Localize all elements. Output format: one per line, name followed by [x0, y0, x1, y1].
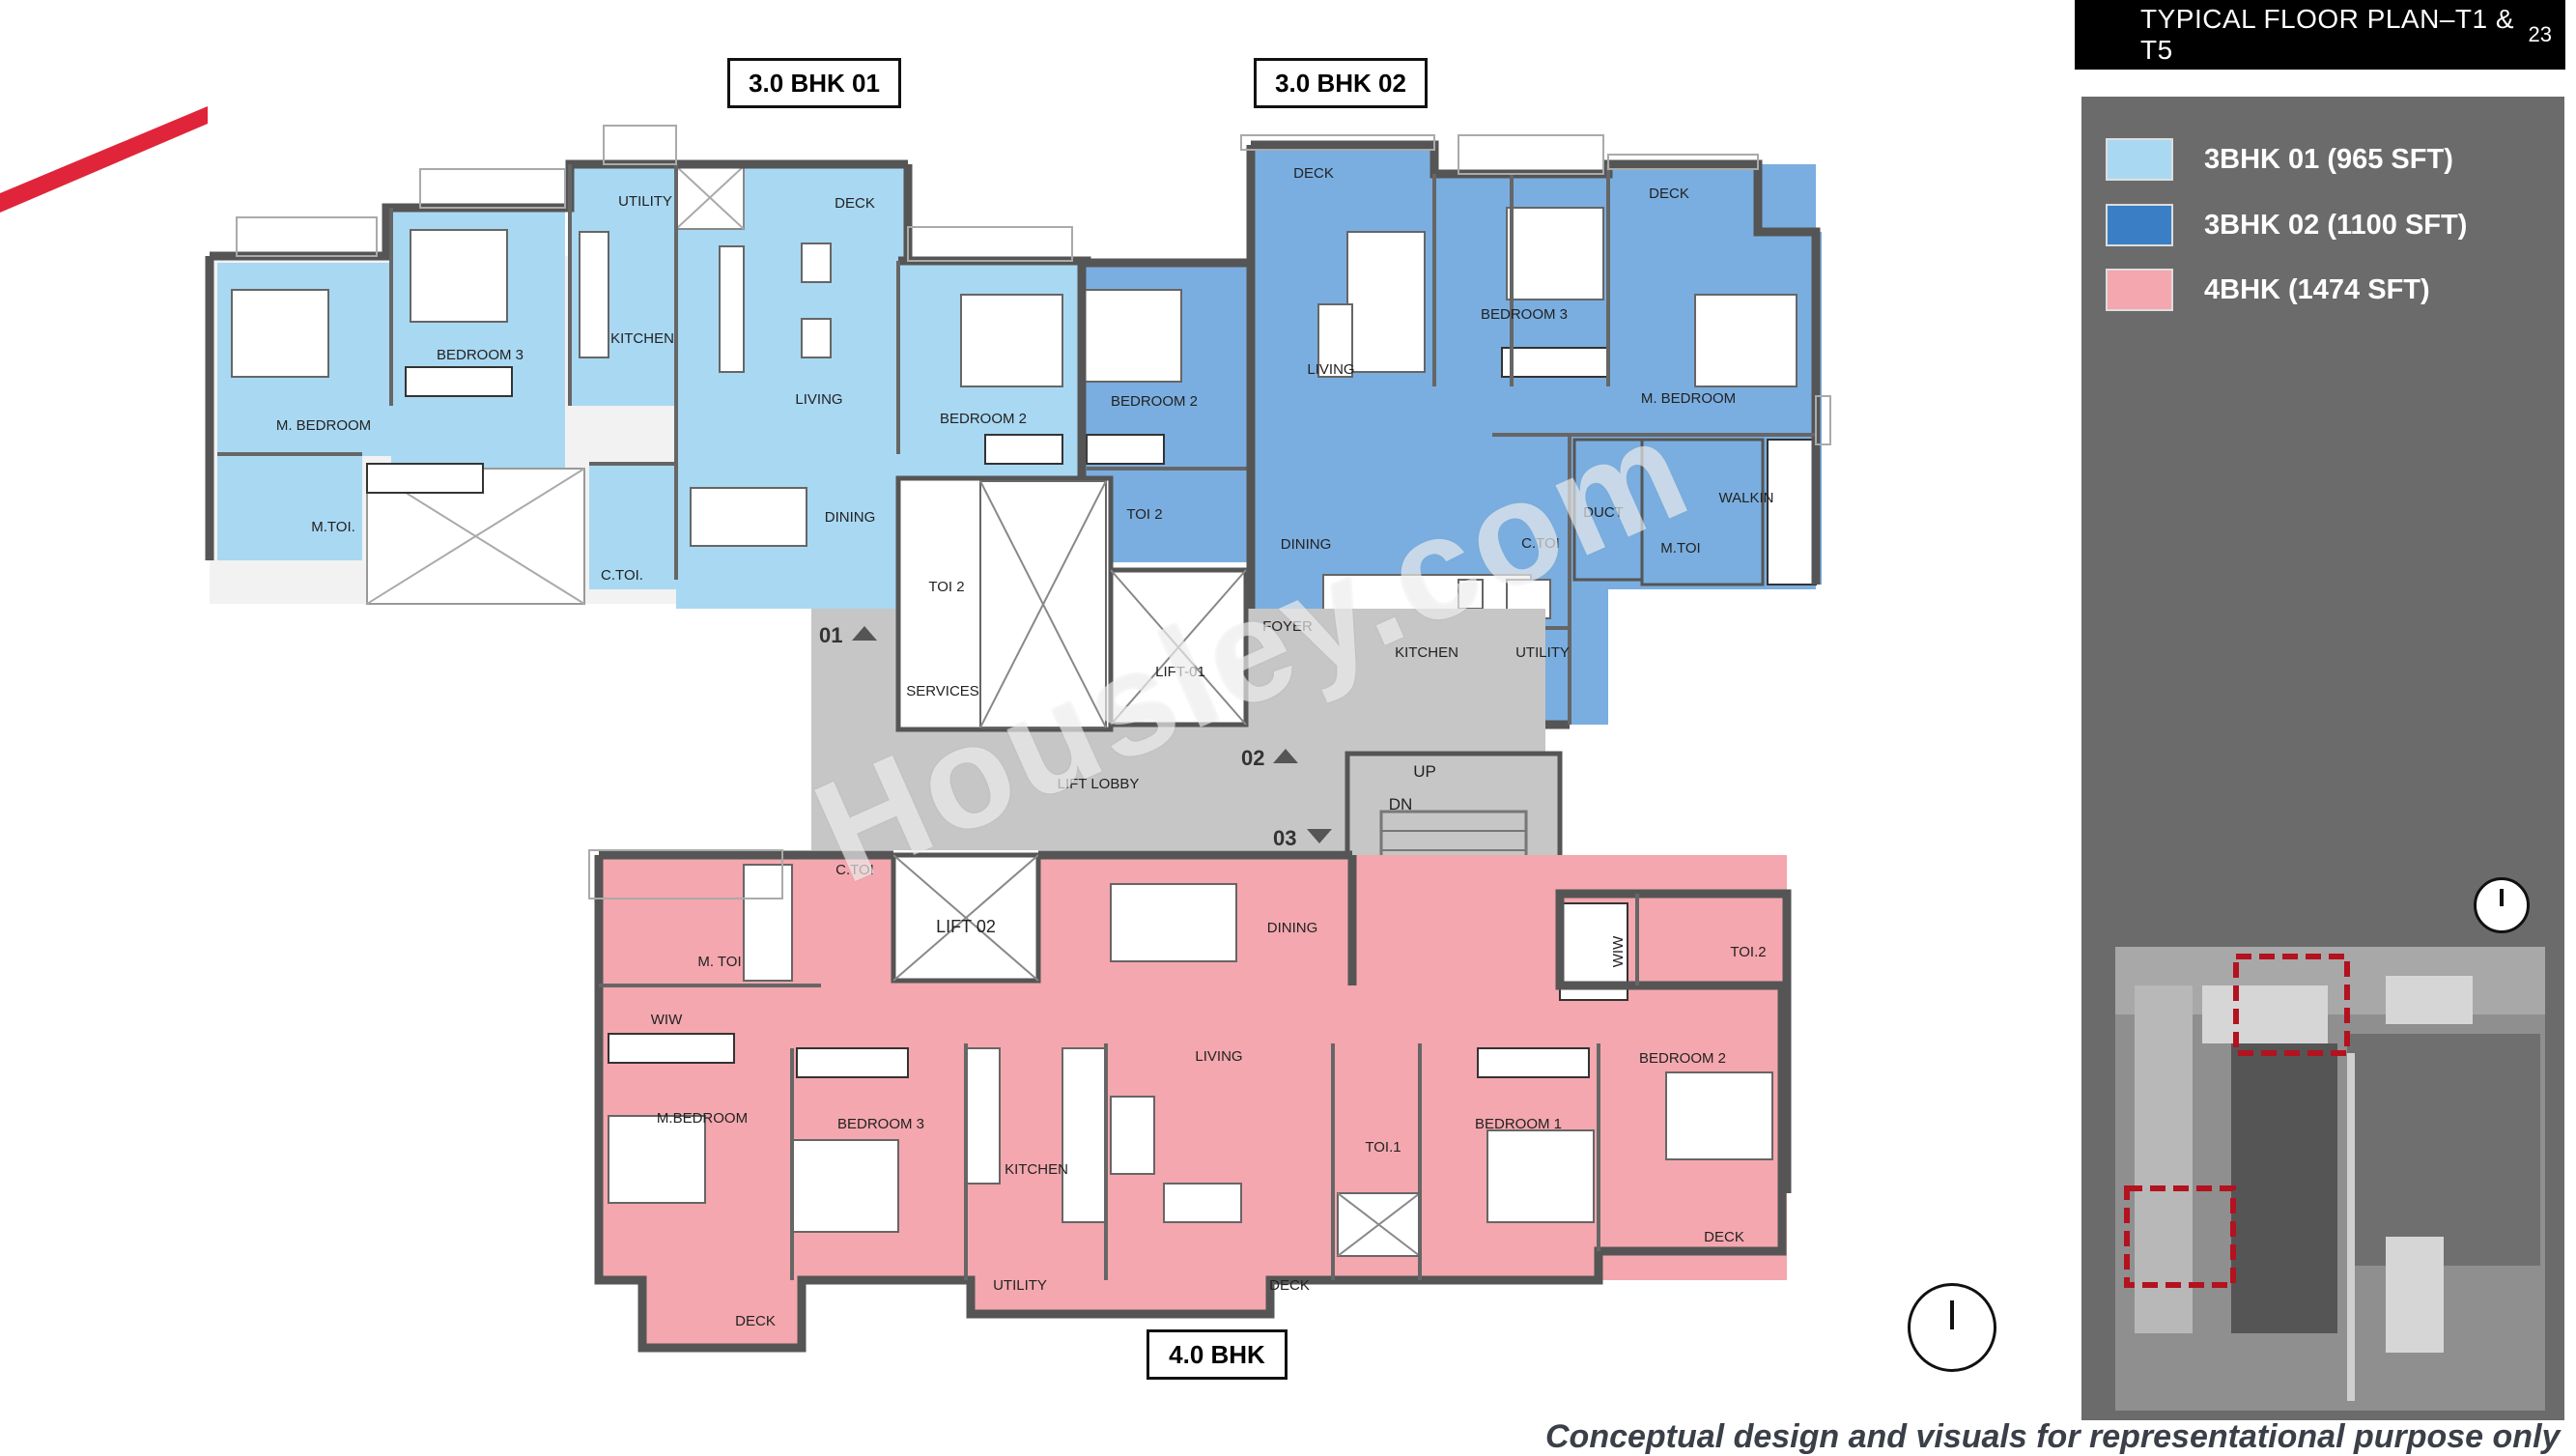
marker-02-arrow-icon [1273, 749, 1298, 763]
room-bedroom3-3: BEDROOM 3 [837, 1116, 924, 1132]
compass-north-icon-small [2474, 877, 2530, 933]
room-mtoi-3: M. TOI [697, 954, 741, 970]
room-ctoi-3: C.TOI [835, 862, 874, 878]
legend-item-3bhk-01: 3BHK 01 (965 SFT) [2106, 138, 2453, 181]
room-mbedroom-3: M.BEDROOM [657, 1110, 748, 1127]
marker-01-arrow-icon [852, 626, 877, 641]
room-kitchen-2: KITCHEN [1395, 644, 1458, 661]
room-bedroom1-3: BEDROOM 1 [1475, 1116, 1562, 1132]
room-dining-2: DINING [1281, 536, 1332, 553]
room-deck-2b: DECK [1649, 186, 1689, 202]
room-toi2-3: TOI.2 [1730, 944, 1766, 960]
core-lobby [811, 475, 1563, 988]
legend-item-3bhk-02: 3BHK 02 (1100 SFT) [2106, 204, 2467, 246]
unit-3bhk-02 [1246, 140, 1822, 729]
stair-up-label: UP [1413, 762, 1436, 781]
room-dining-1: DINING [825, 509, 876, 526]
legend-label-4bhk: 4BHK (1474 SFT) [2204, 273, 2430, 305]
room-deck-3b: DECK [1704, 1229, 1744, 1245]
red-accent-stripe [0, 106, 208, 213]
room-wiw-2: WIW [1610, 935, 1627, 967]
unit-label-3bhk-01: 3.0 BHK 01 [727, 58, 901, 108]
room-utility-3: UTILITY [993, 1277, 1047, 1294]
page-number: 23 [2528, 22, 2552, 46]
disclaimer: Conceptual design and visuals for repres… [1545, 1418, 2561, 1455]
room-lift02: LIFT 02 [936, 917, 996, 936]
room-mtoi-2: M.TOI [1660, 540, 1700, 557]
marker-03-arrow-icon [1307, 829, 1332, 843]
lobby-markers: 01 02 03 [819, 623, 1332, 850]
compass-north-icon [1908, 1283, 1996, 1372]
room-mtoi-1: M.TOI. [311, 519, 355, 535]
room-living-1: LIVING [795, 391, 842, 408]
room-lift-lobby: LIFT LOBBY [1058, 776, 1140, 792]
legend-swatch-4bhk [2106, 269, 2173, 311]
unit-label-3bhk-02: 3.0 BHK 02 [1254, 58, 1428, 108]
balcony-outlines [236, 125, 1831, 899]
unit-4bhk [594, 850, 1792, 1353]
room-bedroom3-1: BEDROOM 3 [437, 347, 524, 363]
legend-label-3bhk-01: 3BHK 01 (965 SFT) [2204, 143, 2453, 175]
room-ctoi-1: C.TOI. [601, 567, 643, 584]
marker-02: 02 [1241, 746, 1264, 770]
room-services: SERVICES [906, 683, 979, 699]
room-labels: UTILITY DECK KITCHEN BEDROOM 3 M. BEDROO… [276, 165, 1774, 1329]
room-deck-3c: DECK [735, 1313, 776, 1329]
room-ctoi-2: C.TOI [1521, 535, 1560, 552]
room-living-2: LIVING [1307, 361, 1354, 378]
room-bedroom2-2: BEDROOM 2 [1111, 393, 1198, 410]
room-toi2-2: TOI 2 [1126, 506, 1162, 523]
room-duct: DUCT [1583, 504, 1624, 521]
legend-swatch-3bhk-02 [2106, 204, 2173, 246]
room-kitchen-3: KITCHEN [1005, 1161, 1068, 1178]
unit-label-4bhk: 4.0 BHK [1146, 1329, 1288, 1380]
room-living-3: LIVING [1195, 1048, 1242, 1065]
room-toi2-1: TOI 2 [928, 579, 964, 595]
site-key-map [2115, 947, 2545, 1411]
room-mbedroom-1: M. BEDROOM [276, 417, 371, 434]
legend-label-3bhk-02: 3BHK 02 (1100 SFT) [2204, 209, 2468, 241]
room-deck-2a: DECK [1293, 165, 1334, 182]
marker-01: 01 [819, 623, 842, 647]
unit-3bhk-02-west [1077, 258, 1256, 604]
room-foyer: FOYER [1262, 618, 1313, 635]
room-bedroom2-1: BEDROOM 2 [940, 411, 1027, 427]
room-bedroom3-2: BEDROOM 3 [1481, 306, 1568, 323]
room-dining-3: DINING [1267, 920, 1318, 936]
room-utility-1: UTILITY [618, 193, 672, 210]
marker-03: 03 [1273, 826, 1296, 850]
room-utility-2: UTILITY [1515, 644, 1570, 661]
room-deck-1: DECK [835, 195, 875, 212]
room-wiw-1: WIW [651, 1012, 683, 1028]
page-title: TYPICAL FLOOR PLAN–T1 & T5 [2140, 4, 2515, 65]
legend-swatch-3bhk-01 [2106, 138, 2173, 181]
room-mbedroom-2: M. BEDROOM [1641, 390, 1736, 407]
room-kitchen-1: KITCHEN [610, 330, 674, 347]
room-walkin: WALKIN [1719, 490, 1774, 506]
stair-dn-label: DN [1389, 795, 1413, 814]
header-bar: TYPICAL FLOOR PLAN–T1 & T5 23 [2075, 0, 2565, 70]
room-lift01: LIFT-01 [1155, 664, 1205, 680]
room-bedroom2-3: BEDROOM 2 [1639, 1050, 1726, 1067]
room-deck-3a: DECK [1269, 1277, 1310, 1294]
room-toi1-3: TOI.1 [1365, 1139, 1401, 1156]
legend-item-4bhk: 4BHK (1474 SFT) [2106, 269, 2430, 311]
